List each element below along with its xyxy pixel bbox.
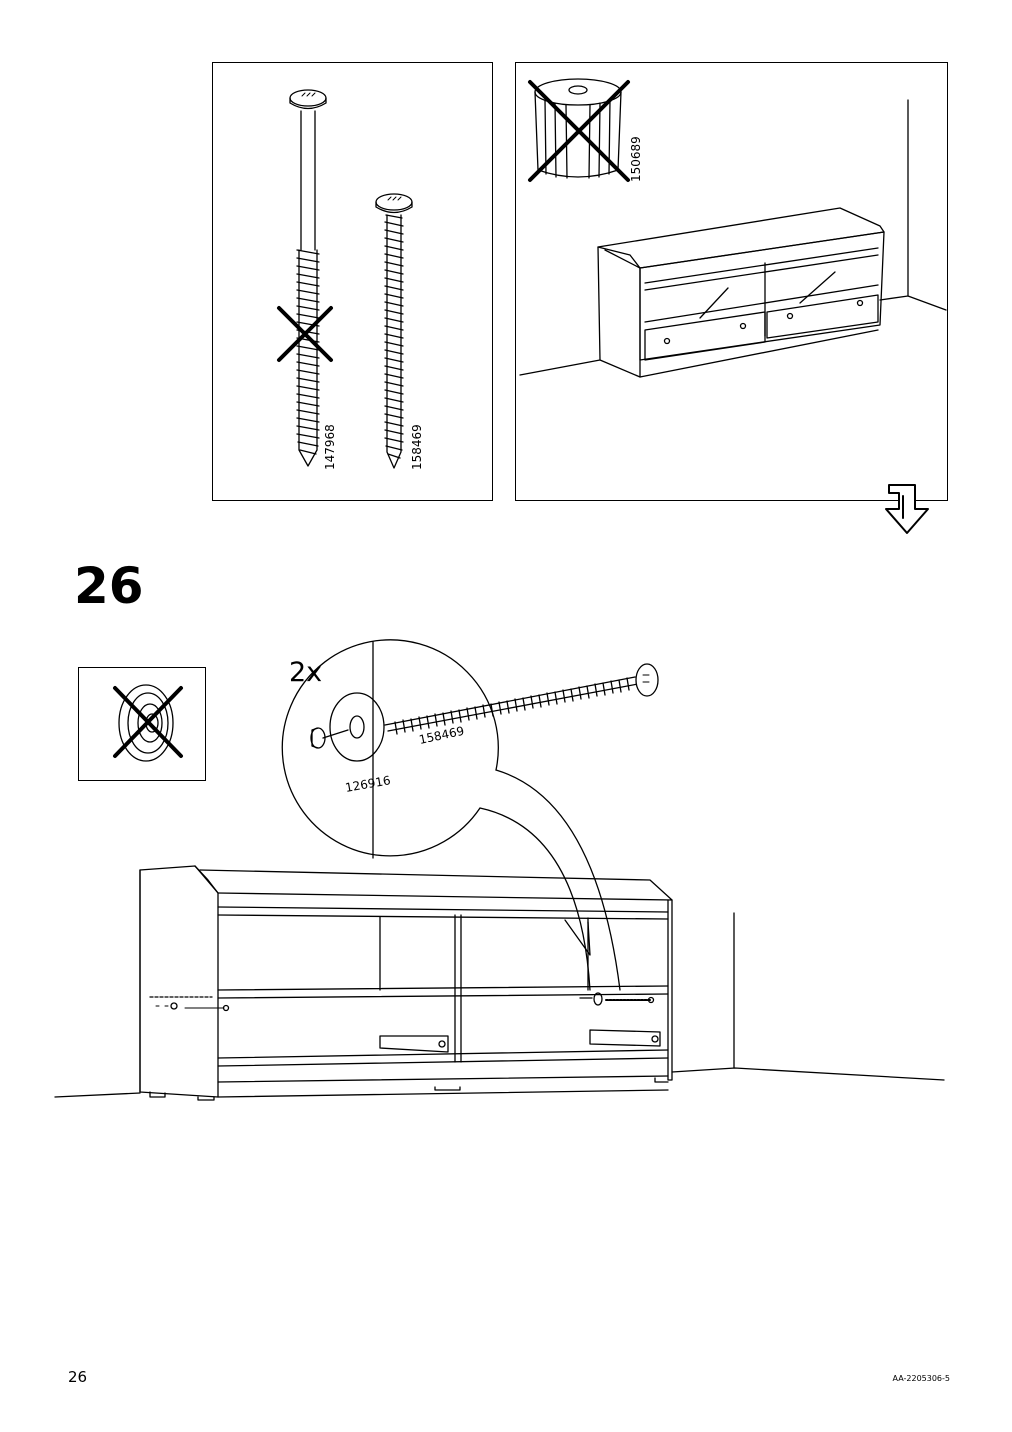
screw-code: 158469 xyxy=(418,724,466,747)
foot-code: 150689 xyxy=(629,136,643,182)
washer-code: 126916 xyxy=(344,773,392,795)
cross-icon xyxy=(528,80,630,182)
bench-placement-panel xyxy=(515,62,948,501)
short-screw-illustration xyxy=(375,193,413,469)
short-screw-code: 158469 xyxy=(410,424,424,470)
detail-magnifier xyxy=(281,639,659,991)
long-screw-illustration xyxy=(289,89,327,467)
cross-icon xyxy=(277,306,333,362)
document-id: AA-2205306-5 xyxy=(892,1374,950,1383)
step-number: 26 xyxy=(74,557,144,615)
bench-against-wall xyxy=(519,99,947,378)
quantity-label: 2x xyxy=(289,657,322,688)
bench-main xyxy=(54,865,945,1101)
screw-comparison-panel xyxy=(212,62,493,501)
page-number: 26 xyxy=(68,1368,88,1386)
wall-plug-illustration xyxy=(118,684,174,762)
cross-icon xyxy=(113,686,183,758)
long-screw-code: 147968 xyxy=(323,424,337,470)
next-step-arrow-icon xyxy=(885,484,929,534)
